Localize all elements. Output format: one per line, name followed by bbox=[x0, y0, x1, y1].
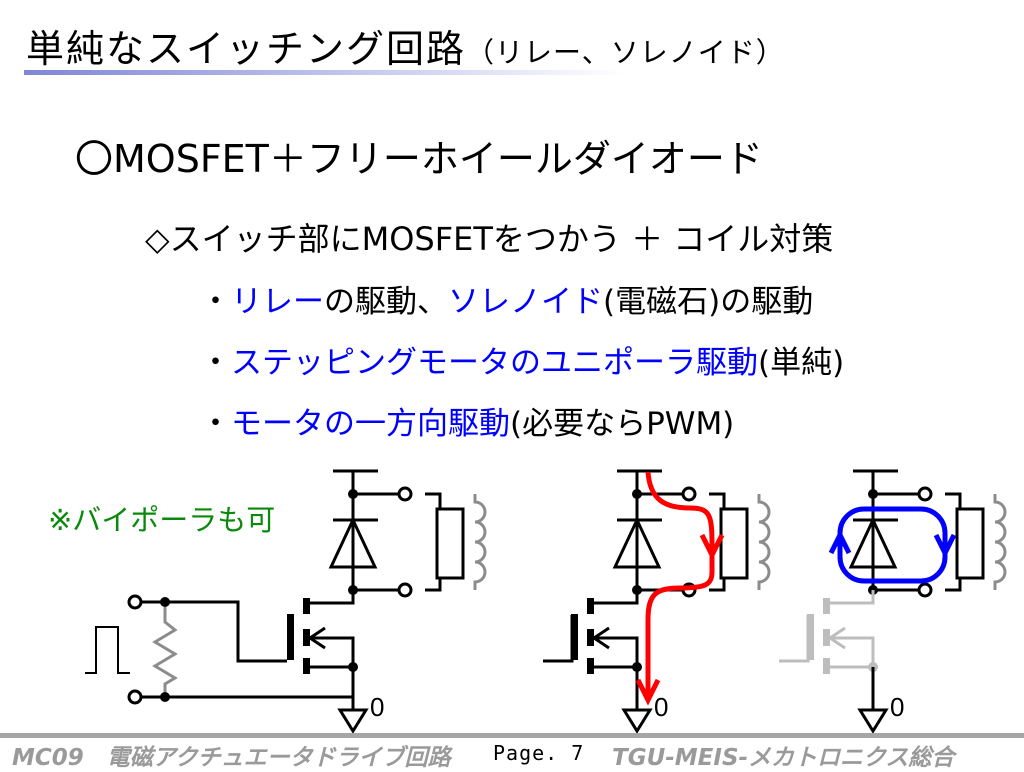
heading: 〇MOSFET＋フリーホイールダイオード bbox=[75, 137, 763, 181]
circuit-on-current: 0 bbox=[543, 469, 771, 733]
slide-title: 単純なスイッチング回路（リレー、ソレノイド） bbox=[26, 18, 785, 73]
bullet-3: ・モータの一方向駆動(必要ならPWM) bbox=[200, 406, 735, 442]
bullet-1: ・リレーの駆動、ソレノイド(電磁石)の駆動 bbox=[200, 284, 814, 320]
footer-org: TGU-MEIS-メカトロニクス総合 bbox=[612, 745, 955, 771]
page-number: Page. 7 bbox=[493, 741, 585, 765]
ground-label: 0 bbox=[890, 692, 904, 722]
title-underline bbox=[24, 70, 624, 75]
circuit-basic: 0 bbox=[85, 469, 487, 733]
title-sub: （リレー、ソレノイド） bbox=[466, 36, 785, 69]
ground-label: 0 bbox=[370, 692, 384, 722]
footer-bar bbox=[0, 733, 1024, 738]
bipolar-note: ※バイポーラも可 bbox=[48, 503, 276, 537]
title-main: 単純なスイッチング回路 bbox=[26, 27, 467, 71]
footer-course: MC09 電磁アクチュエータドライブ回路 bbox=[12, 745, 451, 771]
circuit-freewheel-current: 0 bbox=[779, 469, 1007, 733]
ground-label: 0 bbox=[654, 692, 668, 722]
resistor bbox=[152, 607, 178, 692]
bullet-2: ・ステッピングモータのユニポーラ駆動(単純) bbox=[200, 345, 845, 381]
subheading: ◇スイッチ部にMOSFETをつかう ＋ コイル対策 bbox=[145, 220, 834, 258]
